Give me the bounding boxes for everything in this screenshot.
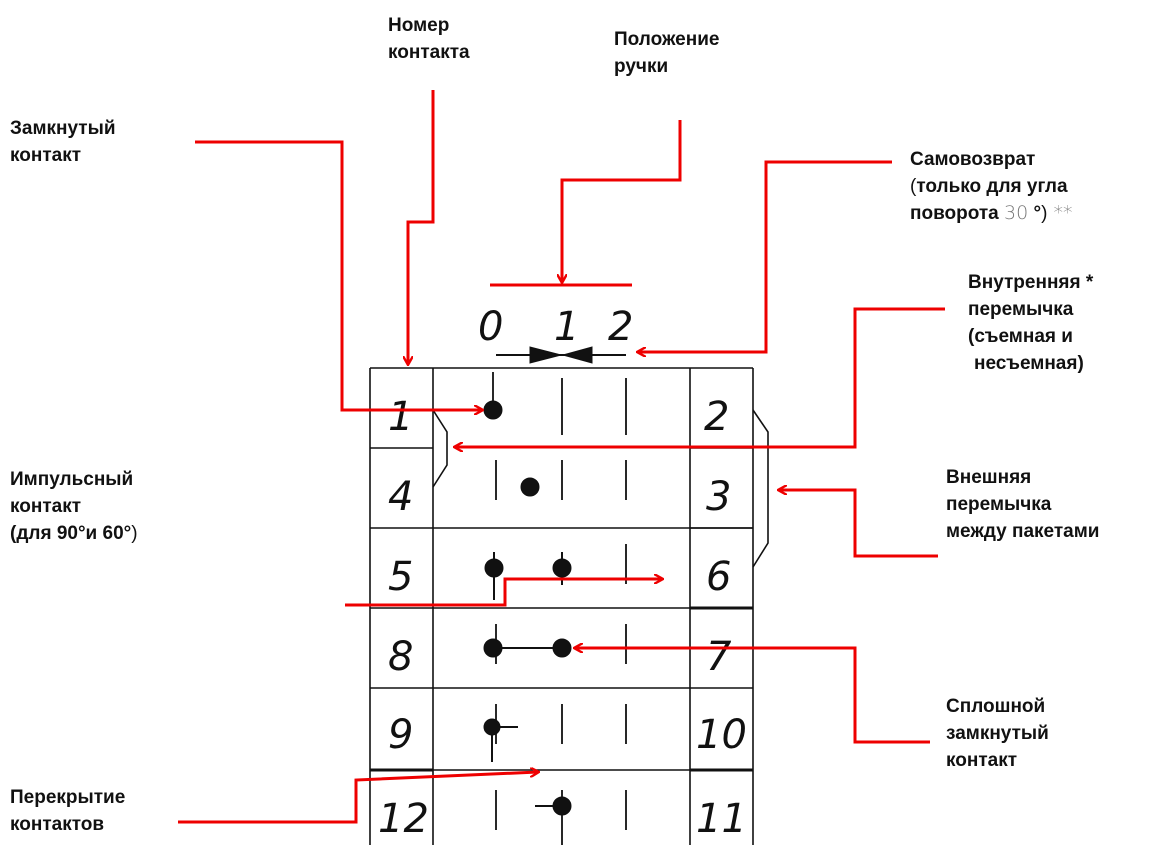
arrow-internal-jumper bbox=[455, 307, 945, 447]
position-2: 2 bbox=[608, 304, 633, 350]
label-pulse-contact: Импульсный контакт (для 90°и 60°) bbox=[10, 469, 138, 544]
label-solid-closed-contact: Сплошной замкнутый контакт bbox=[946, 696, 1049, 771]
arrow-solid-closed-contact bbox=[575, 648, 930, 744]
left-number: 4 bbox=[388, 474, 413, 520]
right-number: 2 bbox=[704, 394, 729, 440]
right-contact-numbers: 2 3 6 7 10 11 bbox=[696, 394, 747, 842]
right-number: 6 bbox=[706, 554, 731, 600]
position-digits: 0 1 2 bbox=[478, 304, 633, 350]
left-number: 12 bbox=[378, 796, 429, 842]
self-return-symbol bbox=[496, 346, 626, 364]
arrow-contact-number bbox=[408, 90, 435, 364]
label-closed-contact: Замкнутый контакт bbox=[10, 118, 116, 166]
right-number: 10 bbox=[696, 712, 747, 758]
right-number: 11 bbox=[696, 796, 747, 842]
arrow-pulse-contact bbox=[345, 579, 662, 607]
right-number: 3 bbox=[706, 474, 731, 520]
label-external-jumper: Внешняя перемычка между пакетами bbox=[946, 467, 1100, 542]
position-0: 0 bbox=[478, 304, 503, 350]
left-number: 1 bbox=[388, 394, 413, 440]
label-handle-position: Положение ручки bbox=[614, 29, 720, 77]
label-contact-number: Номер контакта bbox=[388, 15, 470, 63]
left-contact-numbers: 1 4 5 8 9 12 bbox=[378, 394, 429, 842]
arrow-handle-position bbox=[562, 120, 682, 282]
position-columns bbox=[492, 372, 627, 845]
arrow-self-return bbox=[638, 160, 892, 352]
arrow-external-jumper bbox=[779, 490, 938, 558]
left-number: 8 bbox=[388, 634, 413, 680]
arrow-closed-contact bbox=[195, 140, 482, 410]
right-number: 7 bbox=[706, 634, 732, 680]
left-number: 5 bbox=[388, 554, 413, 600]
arrow-contact-overlap bbox=[178, 772, 538, 824]
label-internal-jumper: Внутренняя * перемычка (съемная и несъем… bbox=[968, 272, 1094, 374]
left-number: 9 bbox=[388, 712, 413, 758]
jumper-brackets bbox=[432, 409, 769, 568]
label-contact-overlap: Перекрытие контактов bbox=[10, 787, 126, 835]
closed-contact-dot bbox=[483, 400, 503, 420]
label-self-return: Самовозврат (только для угла поворота 30… bbox=[910, 149, 1073, 224]
position-1: 1 bbox=[554, 304, 579, 350]
pulse-contact-dot bbox=[520, 477, 540, 497]
callout-arrows bbox=[178, 90, 945, 824]
